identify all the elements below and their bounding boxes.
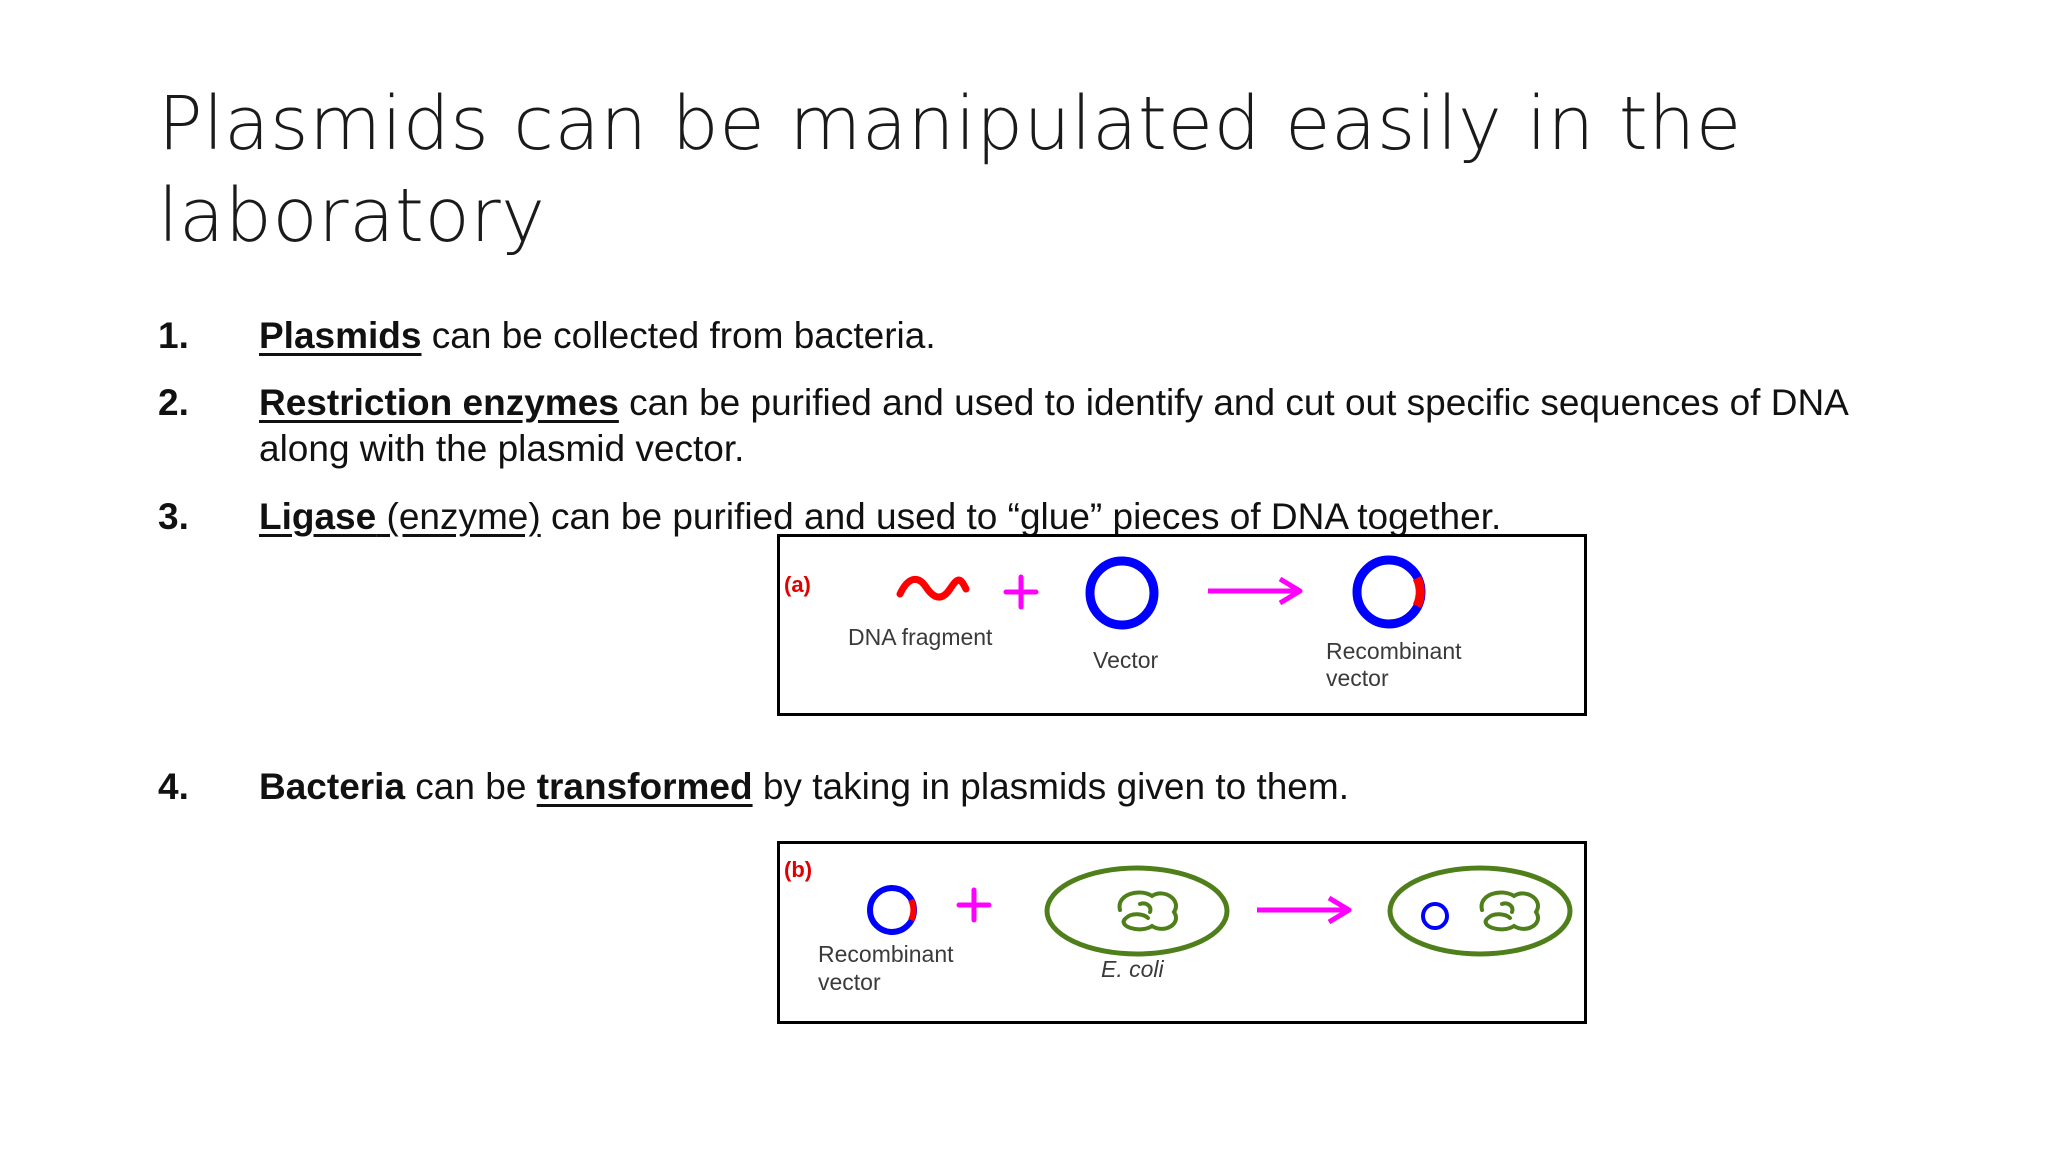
dna-fragment-label: DNA fragment — [848, 624, 993, 650]
list-number: 2. — [158, 382, 189, 423]
panel-label-b: (b) — [784, 857, 812, 882]
recombinant-plasmid-icon — [1352, 555, 1426, 629]
vector-label: Vector — [1093, 647, 1159, 673]
list-text-middle: can be — [405, 766, 537, 807]
list-text: Plasmids can be collected from bacteria. — [259, 313, 1899, 359]
figure-transformation-diagram: (b) Recombinant vector E. coli — [777, 841, 1587, 1024]
plasmid-in-cell-icon — [1421, 902, 1449, 930]
ecoli-cell-icon — [1044, 865, 1230, 957]
arrow-head-icon — [1327, 895, 1352, 925]
list-text: Bacteria can be transformed by taking in… — [259, 764, 1899, 810]
list-text: Restriction enzymes can be purified and … — [259, 380, 1899, 472]
recombinant-label-line2: vector — [1326, 665, 1389, 691]
transformed-cell-icon — [1387, 865, 1573, 957]
list-text-rest: can be purified and used to “glue” piece… — [540, 496, 1502, 537]
plus-icon — [1003, 574, 1039, 610]
term-bacteria: Bacteria — [259, 766, 406, 807]
list-number: 1. — [158, 315, 189, 356]
recombinant-label-line2: vector — [818, 969, 881, 995]
slide-title: Plasmids can be manipulated easily in th… — [158, 81, 1742, 259]
figure-transformation-svg: (b) Recombinant vector E. coli — [784, 857, 1573, 995]
list-number: 3. — [158, 496, 189, 537]
panel-label-a: (a) — [784, 572, 811, 597]
term-transformed: transformed — [536, 766, 753, 807]
list-text-rest: can be collected from bacteria. — [421, 315, 936, 356]
arrow-head-icon — [1278, 576, 1303, 606]
term-restriction-enzymes: Restriction enzymes — [259, 382, 619, 423]
inserted-dna-icon — [1412, 576, 1425, 608]
term-plasmids: Plasmids — [259, 315, 422, 356]
chromosome-icon — [1117, 890, 1178, 932]
list-text: Ligase (enzyme) can be purified and used… — [259, 494, 1899, 540]
plus-icon — [956, 887, 992, 923]
list-text-rest: by taking in plasmids given to them. — [752, 766, 1349, 807]
dna-fragment-icon — [896, 575, 970, 601]
figure-ligation-diagram: (a) DNA fragment Vector Recombinant vect… — [777, 534, 1587, 716]
list-number: 4. — [158, 766, 189, 807]
chromosome-icon — [1479, 890, 1540, 932]
ecoli-label: E. coli — [1101, 956, 1165, 982]
figure-ligation-svg: (a) DNA fragment Vector Recombinant vect… — [784, 555, 1462, 691]
inserted-dna-icon — [908, 898, 917, 922]
recombinant-label-line1: Recombinant — [818, 941, 954, 967]
recombinant-label-line1: Recombinant — [1326, 638, 1462, 664]
list-text-rest: can be purified and used to identify and… — [259, 382, 1847, 469]
term-ligase: Ligase — [259, 496, 377, 537]
recombinant-vector-icon — [867, 885, 917, 935]
vector-plasmid-icon — [1085, 556, 1159, 630]
term-ligase-extra: (enzyme) — [376, 496, 541, 537]
